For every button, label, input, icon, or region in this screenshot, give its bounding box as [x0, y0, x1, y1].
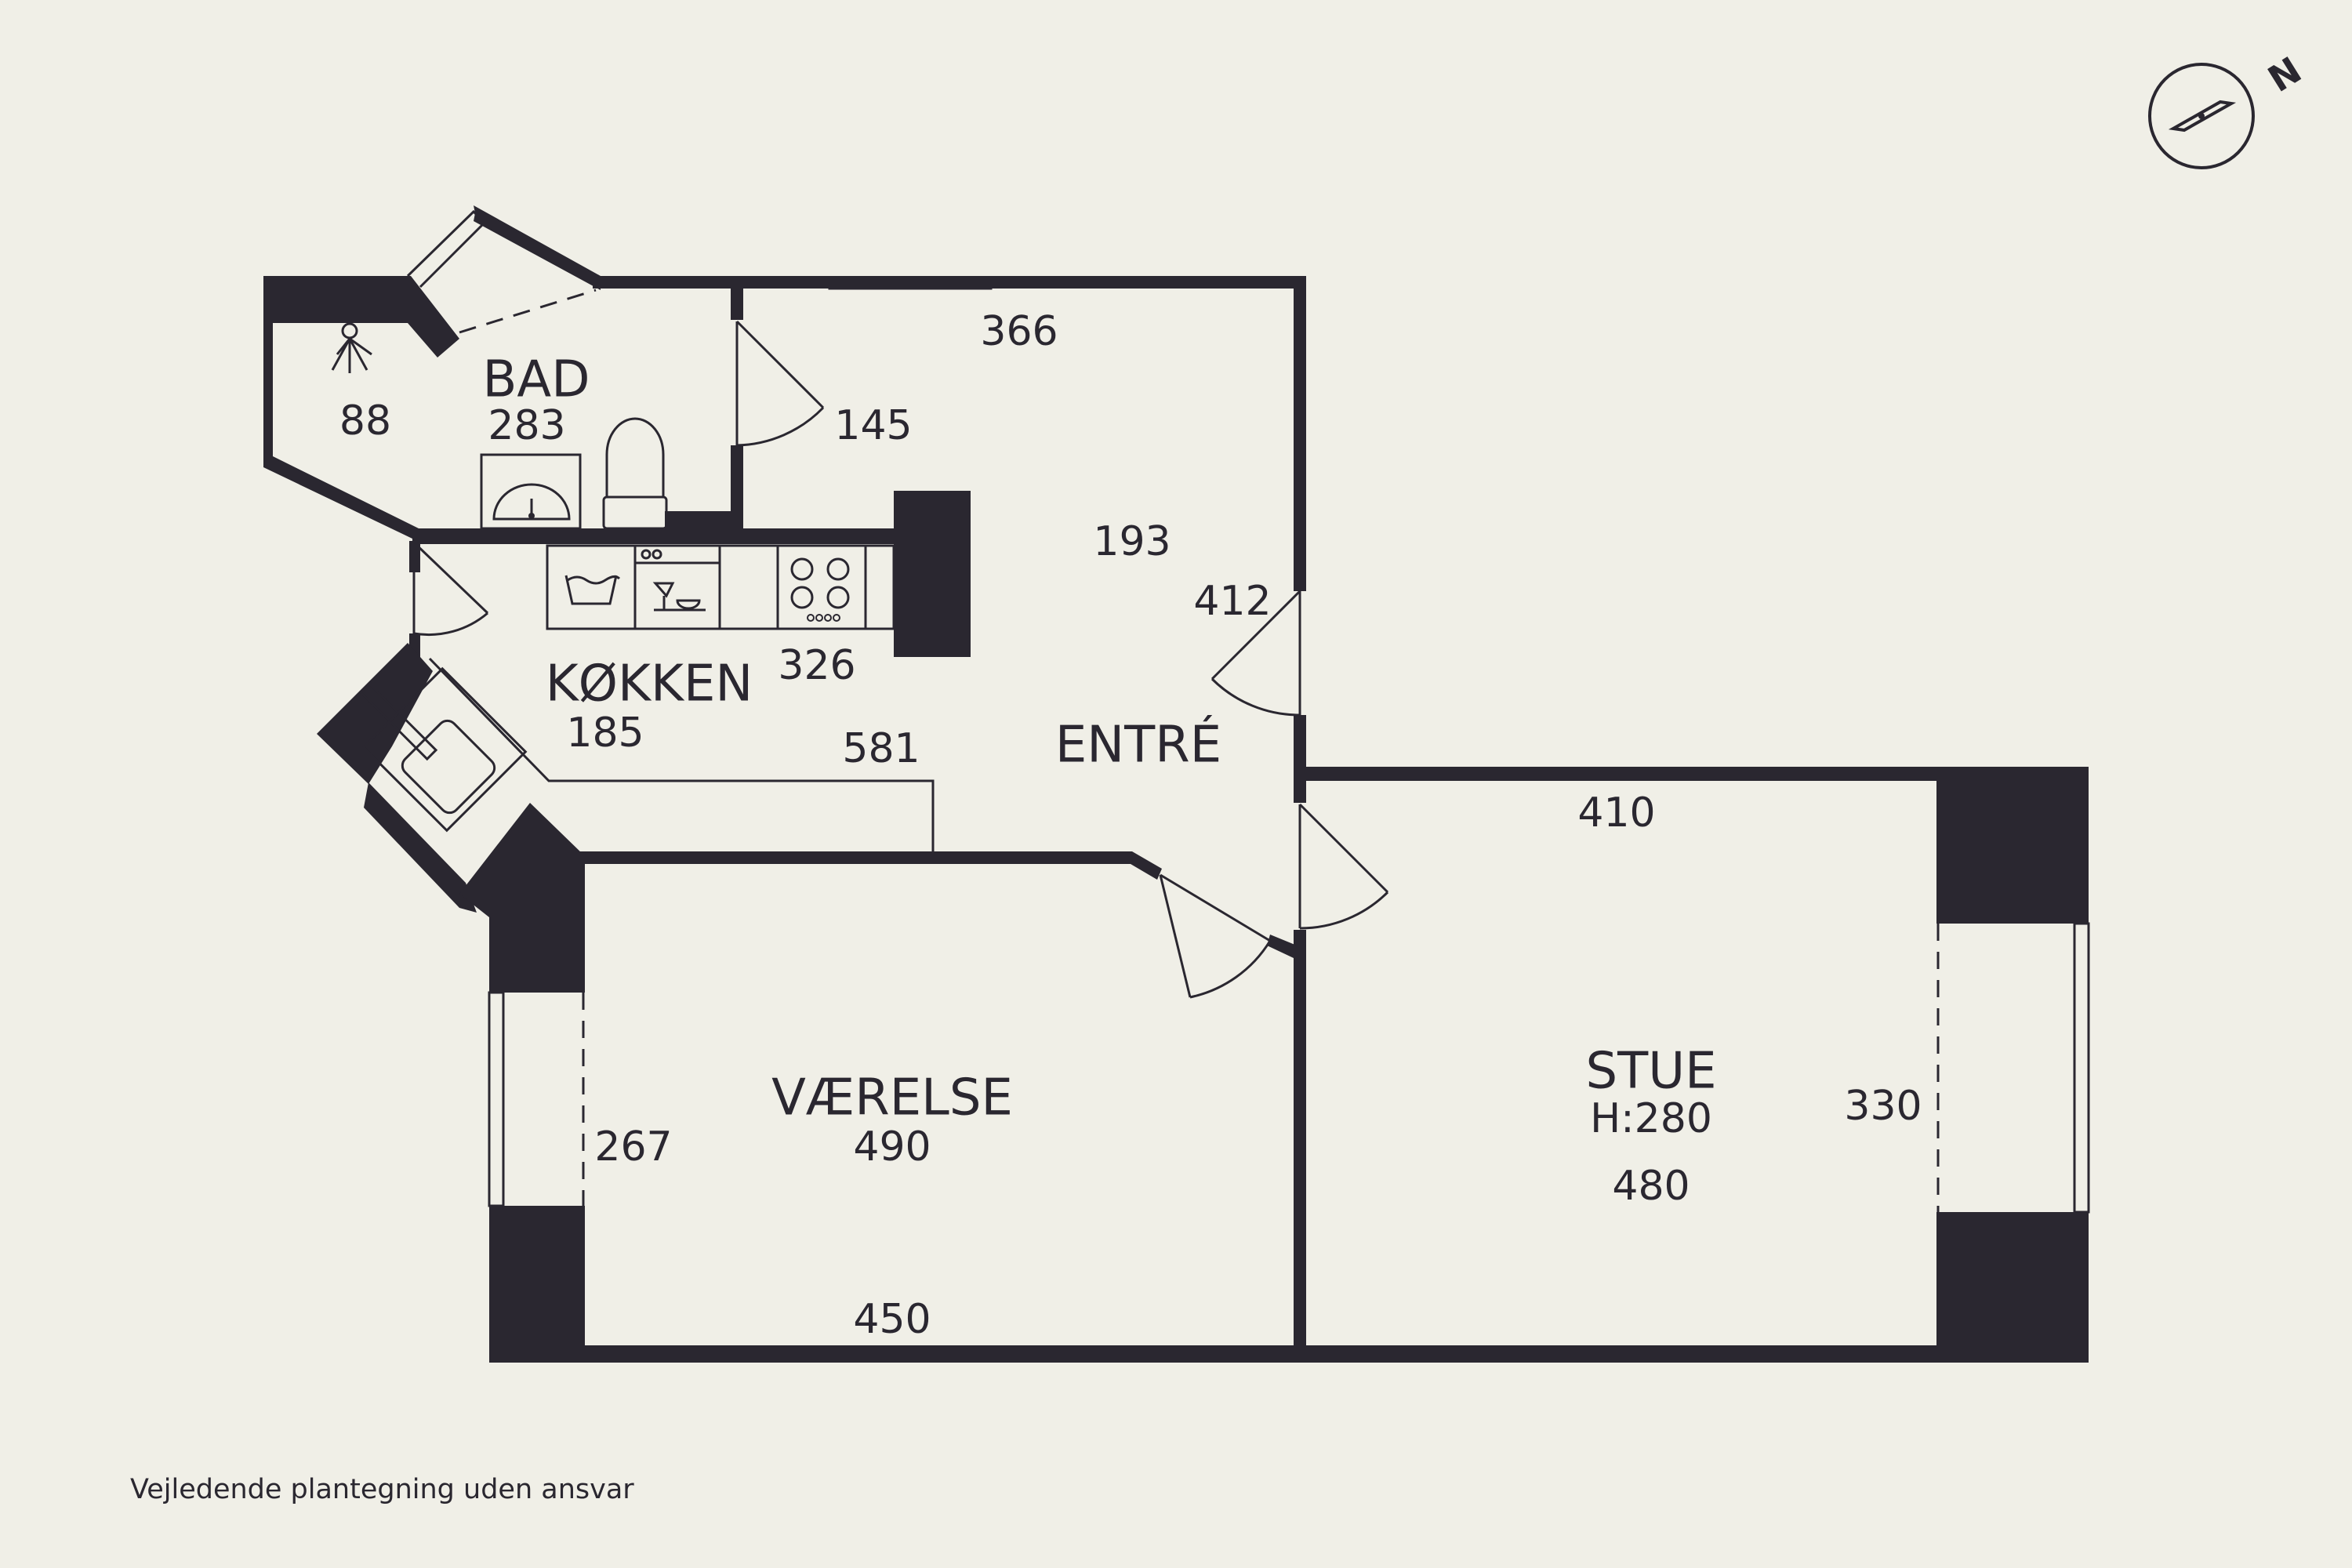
compass-north-label: N: [2261, 49, 2309, 100]
wall-living-pillar-bottom: [1936, 1212, 2089, 1363]
dim-kokken-1: 185: [566, 710, 644, 757]
dim-entre-3: 193: [1093, 518, 1171, 565]
wall-kitchen-diag-outer: [364, 782, 477, 913]
dim-vaerelse-2: 267: [594, 1123, 672, 1171]
window-kitchen: [358, 681, 438, 761]
wall-bath-entre-lower: [731, 445, 743, 532]
doors: [412, 320, 1389, 999]
wall-bedroom-corner: [459, 803, 585, 993]
dim-entre-4: 412: [1193, 578, 1271, 625]
wall-bath-top: [593, 276, 1306, 289]
wall-bath-corner: [263, 276, 459, 456]
stove-icon: [776, 544, 867, 630]
room-name-vaerelse: VÆRELSE: [771, 1069, 1013, 1127]
compass-needle: [2168, 100, 2237, 132]
dim-stue-3: 330: [1844, 1083, 1922, 1130]
door-bedroom: [1159, 873, 1272, 999]
wall-living-top: [1294, 767, 2089, 781]
wall-living-pillar-top: [1936, 767, 2089, 924]
dim-bad-1: 88: [339, 397, 391, 445]
wall-bath-entre: [731, 289, 743, 320]
compass: N: [2148, 49, 2309, 169]
dim-vaerelse-3: 450: [853, 1296, 931, 1343]
kitchen-counter-outline: [428, 657, 935, 851]
room-name-bad: BAD: [483, 351, 590, 409]
washer-icon: [546, 544, 637, 630]
fixtures: [331, 322, 895, 833]
wall-pillar-kitchen: [894, 491, 971, 657]
room-name-kokken: KØKKEN: [546, 655, 753, 713]
dim-vaerelse-1: 490: [853, 1123, 931, 1171]
dim-bad-2: 283: [488, 402, 565, 449]
bath-sink-icon: [480, 453, 582, 530]
window-bedroom: [488, 991, 505, 1207]
compass-circle: [2148, 63, 2255, 169]
bath-dashed-opening: [459, 289, 597, 334]
dim-entre-5: 581: [842, 725, 920, 772]
wall-entre-right-mid: [1294, 715, 1306, 803]
dim-stue-2: 410: [1577, 789, 1655, 837]
wall-bedroom-left-lower: [489, 1206, 585, 1363]
dim-kokken-2: 326: [778, 642, 855, 689]
disclaimer-text: Vejledende plantegning uden ansvar: [130, 1474, 634, 1505]
wall-entre-right-lower: [1294, 930, 1306, 1363]
wall-entre-right-upper: [1294, 276, 1306, 591]
door-living: [1298, 803, 1389, 930]
wall-kitchen-diag-block: [317, 643, 433, 784]
window-bath-top: [406, 209, 487, 289]
wall-bath-left-lower: [263, 452, 419, 539]
dim-stue-1: 480: [1612, 1163, 1690, 1210]
dim-entre-2: 145: [834, 402, 912, 449]
room-name-entre: ENTRÉ: [1055, 715, 1221, 775]
wall-bedroom-top: [577, 851, 1162, 880]
wall-bath-bottom: [412, 528, 898, 544]
window-living: [2073, 922, 2090, 1214]
kitchen-sink-icon: [361, 666, 528, 833]
dishwasher-icon: [633, 544, 721, 630]
dim-entre-1: 366: [980, 308, 1058, 355]
wall-bath-bottom-block: [665, 511, 740, 543]
door-bath: [735, 320, 825, 447]
toilet-icon: [602, 417, 668, 530]
room-name-stue: STUE: [1586, 1043, 1717, 1101]
door-kitchen-left: [412, 541, 489, 637]
windows: [358, 209, 2090, 1214]
wall-bath-angled-top: [474, 205, 601, 290]
room-height-stue: H:280: [1590, 1095, 1712, 1142]
wall-bedroom-door-stub: [1267, 935, 1297, 958]
shower-icon: [331, 322, 372, 373]
kitchen-counter-cabinet: [718, 544, 779, 630]
compass-center: [2198, 113, 2205, 119]
wall-bottom: [489, 1345, 2089, 1363]
walls: [263, 205, 2089, 1363]
kitchen-counter-end: [864, 544, 895, 630]
door-entre-right: [1210, 590, 1301, 717]
room-labels: BAD 88 283 366 145 193 412 ENTRÉ 581 KØK…: [339, 308, 1922, 1343]
counters: [428, 289, 1940, 1212]
